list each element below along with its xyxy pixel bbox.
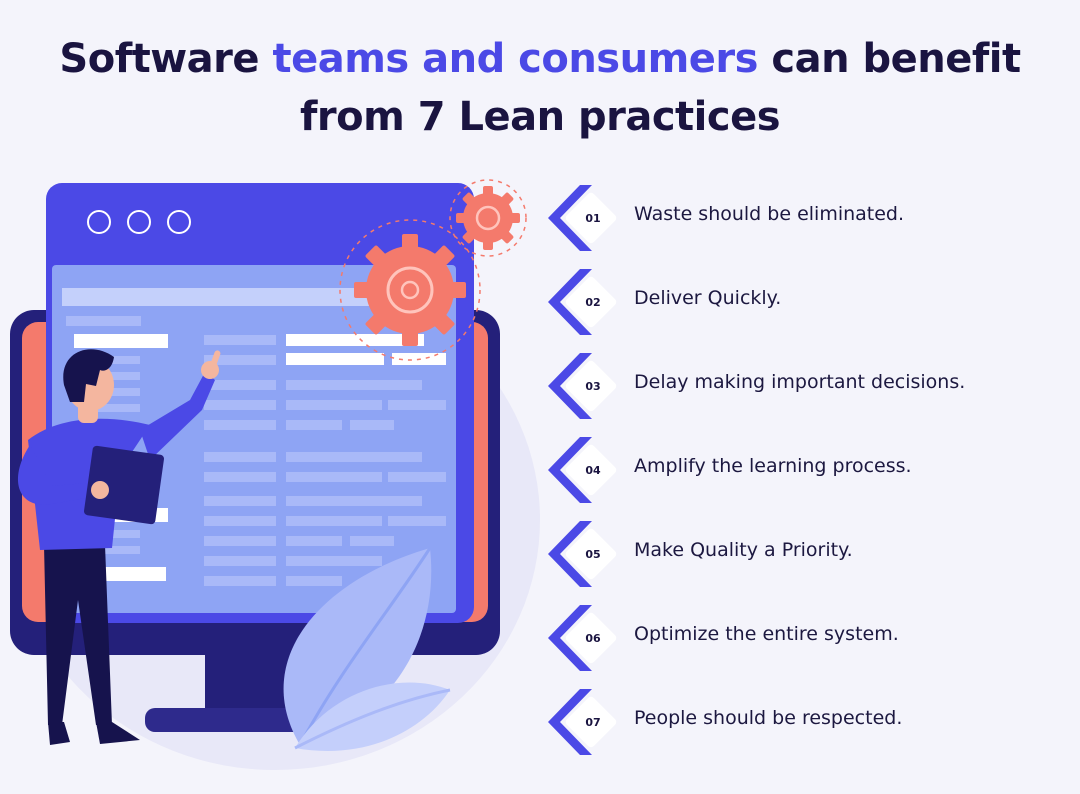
chevron-badge-icon: 02 [548, 269, 617, 335]
chevron-badge-icon: 03 [548, 353, 617, 419]
practice-text: Optimize the entire system. [634, 623, 899, 645]
chevron-badge-icon: 04 [548, 437, 617, 503]
chevron-badge-icon: 07 [548, 689, 617, 755]
title-part-2: can benefit [757, 36, 1021, 82]
small-gear-icon [449, 179, 527, 257]
window-dot-icon [87, 210, 111, 234]
practice-text: People should be respected. [634, 707, 903, 729]
practices-list: 01 Waste should be eliminated. 02 Delive… [548, 183, 1078, 771]
window-dot-icon [127, 210, 151, 234]
chevron-badge-icon: 01 [548, 185, 617, 251]
leaf-icon [283, 547, 451, 751]
practice-number: 02 [585, 296, 600, 309]
title-line-2: from 7 Lean practices [299, 94, 781, 140]
practice-item: 01 Waste should be eliminated. [548, 183, 1078, 267]
page-title: Software teams and consumers can benefit… [0, 30, 1080, 146]
practice-item: 05 Make Quality a Priority. [548, 519, 1078, 603]
practice-item: 04 Amplify the learning process. [548, 435, 1078, 519]
practice-item: 07 People should be respected. [548, 687, 1078, 771]
large-gear-icon [339, 219, 481, 361]
practice-text: Make Quality a Priority. [634, 539, 853, 561]
practice-item: 02 Deliver Quickly. [548, 267, 1078, 351]
practice-number: 04 [585, 464, 601, 477]
title-line-1: Software teams and consumers can benefit [0, 30, 1080, 88]
practice-text: Delay making important decisions. [634, 371, 966, 393]
chevron-badge-icon: 05 [548, 521, 617, 587]
practice-number: 07 [585, 716, 600, 729]
practice-text: Waste should be eliminated. [634, 203, 905, 225]
practice-item: 06 Optimize the entire system. [548, 603, 1078, 687]
practice-number: 06 [585, 632, 601, 645]
practice-number: 03 [585, 380, 600, 393]
practice-number: 05 [585, 548, 600, 561]
window-dot-icon [167, 210, 191, 234]
chevron-badge-icon: 06 [548, 605, 617, 671]
practice-text: Deliver Quickly. [634, 287, 782, 309]
developer-person [18, 349, 221, 745]
title-part-1: Software [59, 36, 273, 82]
practice-number: 01 [585, 212, 600, 225]
title-accent: teams and consumers [272, 36, 758, 82]
practice-item: 03 Delay making important decisions. [548, 351, 1078, 435]
practice-text: Amplify the learning process. [634, 455, 912, 477]
developer-monitor-illustration [10, 179, 540, 770]
